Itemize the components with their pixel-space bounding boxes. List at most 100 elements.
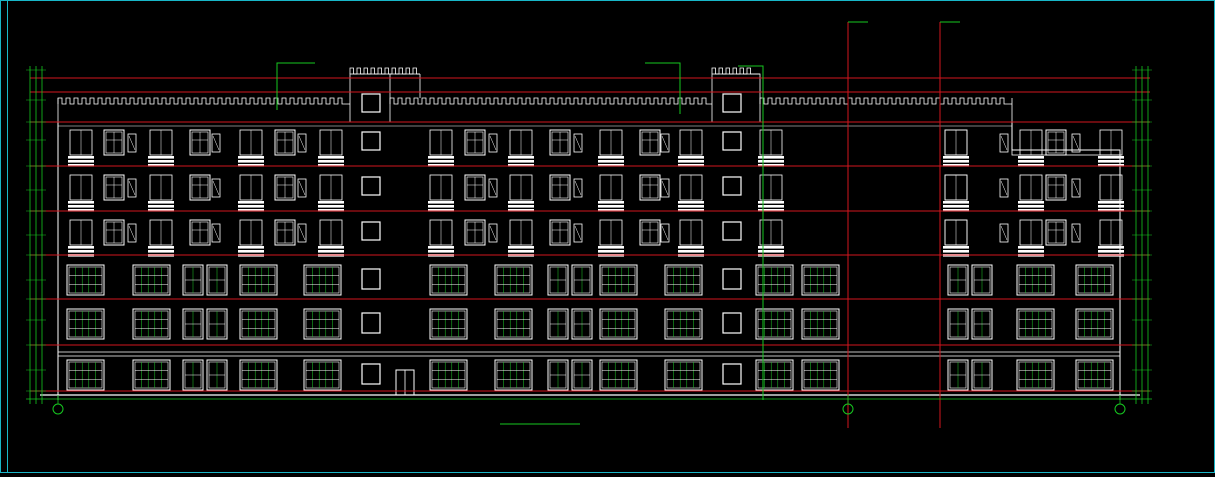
window-frame <box>1045 219 1067 246</box>
window-upper <box>549 219 571 246</box>
window-frame <box>1016 264 1055 296</box>
window-frame <box>947 308 969 340</box>
stair-window <box>361 176 381 196</box>
balcony-rail <box>1098 201 1124 204</box>
balcony-bay <box>678 219 704 257</box>
balcony-rail <box>1018 246 1044 249</box>
balcony-rail <box>758 160 784 163</box>
window-wide <box>429 308 468 340</box>
balcony-bay <box>943 174 969 212</box>
window-narrow-sash <box>1000 180 1008 196</box>
balcony-rail <box>148 201 174 204</box>
window-narrow <box>573 178 583 198</box>
window-frame <box>66 359 105 391</box>
window-frame <box>66 264 105 296</box>
balcony-rail <box>428 250 454 253</box>
window-frame <box>571 359 593 391</box>
window-frame <box>464 129 486 156</box>
window-pair-right <box>206 308 228 340</box>
balcony-rail <box>508 209 534 212</box>
window-inner-frame <box>1077 361 1112 389</box>
balcony-rail <box>1098 156 1124 159</box>
window-narrow-sash <box>1072 225 1080 241</box>
balcony-rail <box>678 160 704 163</box>
window-upper <box>103 174 125 201</box>
window-pair-right <box>206 359 228 391</box>
balcony-rail <box>1098 209 1124 212</box>
window-frame <box>182 359 204 391</box>
window-frame <box>599 359 638 391</box>
window-inner-frame <box>496 266 531 294</box>
balcony-rail <box>1018 156 1044 159</box>
window-frame <box>274 129 296 156</box>
window-frame <box>1016 308 1055 340</box>
balcony-rail <box>943 201 969 204</box>
window-narrow-sash <box>574 135 582 151</box>
window-narrow <box>573 133 583 153</box>
window-frame <box>755 264 794 296</box>
window-inner-frame <box>496 361 531 389</box>
window-inner-frame <box>1077 310 1112 338</box>
window-narrow <box>999 178 1009 198</box>
balcony-rail <box>148 160 174 163</box>
window-pair-right <box>971 359 993 391</box>
window-narrow-sash <box>574 225 582 241</box>
window-narrow-sash <box>212 180 220 196</box>
window-frame <box>206 264 228 296</box>
balcony-rail <box>1098 160 1124 163</box>
balcony-rail <box>428 156 454 159</box>
window-inner-frame <box>757 310 792 338</box>
balcony-rail <box>678 205 704 208</box>
window-narrow-frame <box>573 178 583 198</box>
balcony-rail <box>598 250 624 253</box>
window-wide <box>664 264 703 296</box>
balcony-rail <box>758 250 784 253</box>
balcony-bay <box>148 129 174 167</box>
balcony-rail <box>238 246 264 249</box>
balcony-rail <box>1098 164 1124 167</box>
window-frame <box>801 359 840 391</box>
balcony-rail <box>68 205 94 208</box>
balcony-bay <box>678 129 704 167</box>
window-wide <box>1016 359 1055 391</box>
window-narrow <box>488 223 498 243</box>
window-inner-frame <box>241 361 276 389</box>
balcony-bay <box>1018 174 1044 212</box>
window-frame <box>274 174 296 201</box>
window-frame <box>303 308 342 340</box>
balcony-rail <box>508 160 534 163</box>
grid-bubble <box>1114 403 1126 415</box>
window-wide <box>664 359 703 391</box>
window-narrow-sash <box>489 135 497 151</box>
window-inner-frame <box>496 310 531 338</box>
balcony-rail <box>428 209 454 212</box>
window-frame <box>547 359 569 391</box>
window-narrow-sash <box>128 225 136 241</box>
balcony-rail <box>678 201 704 204</box>
balcony-bay <box>238 174 264 212</box>
window-upper <box>274 219 296 246</box>
balcony-rail <box>428 246 454 249</box>
balcony-bay <box>318 174 344 212</box>
stair-tower-left-crenellation <box>349 67 420 75</box>
balcony-rail <box>318 209 344 212</box>
window-pair-left <box>947 359 969 391</box>
window-inner-frame <box>134 310 169 338</box>
balcony-rail <box>428 201 454 204</box>
window-inner-frame <box>757 361 792 389</box>
balcony-rail <box>598 160 624 163</box>
balcony-rail <box>508 205 534 208</box>
window-frame <box>547 308 569 340</box>
window-frame <box>103 174 125 201</box>
balcony-rail <box>598 205 624 208</box>
window-frame <box>639 174 661 201</box>
window-frame <box>547 264 569 296</box>
window-group <box>66 93 1124 396</box>
window-frame <box>1016 359 1055 391</box>
balcony-rail <box>428 205 454 208</box>
balcony-rail <box>318 160 344 163</box>
window-inner-frame <box>241 310 276 338</box>
window-inner-frame <box>241 266 276 294</box>
